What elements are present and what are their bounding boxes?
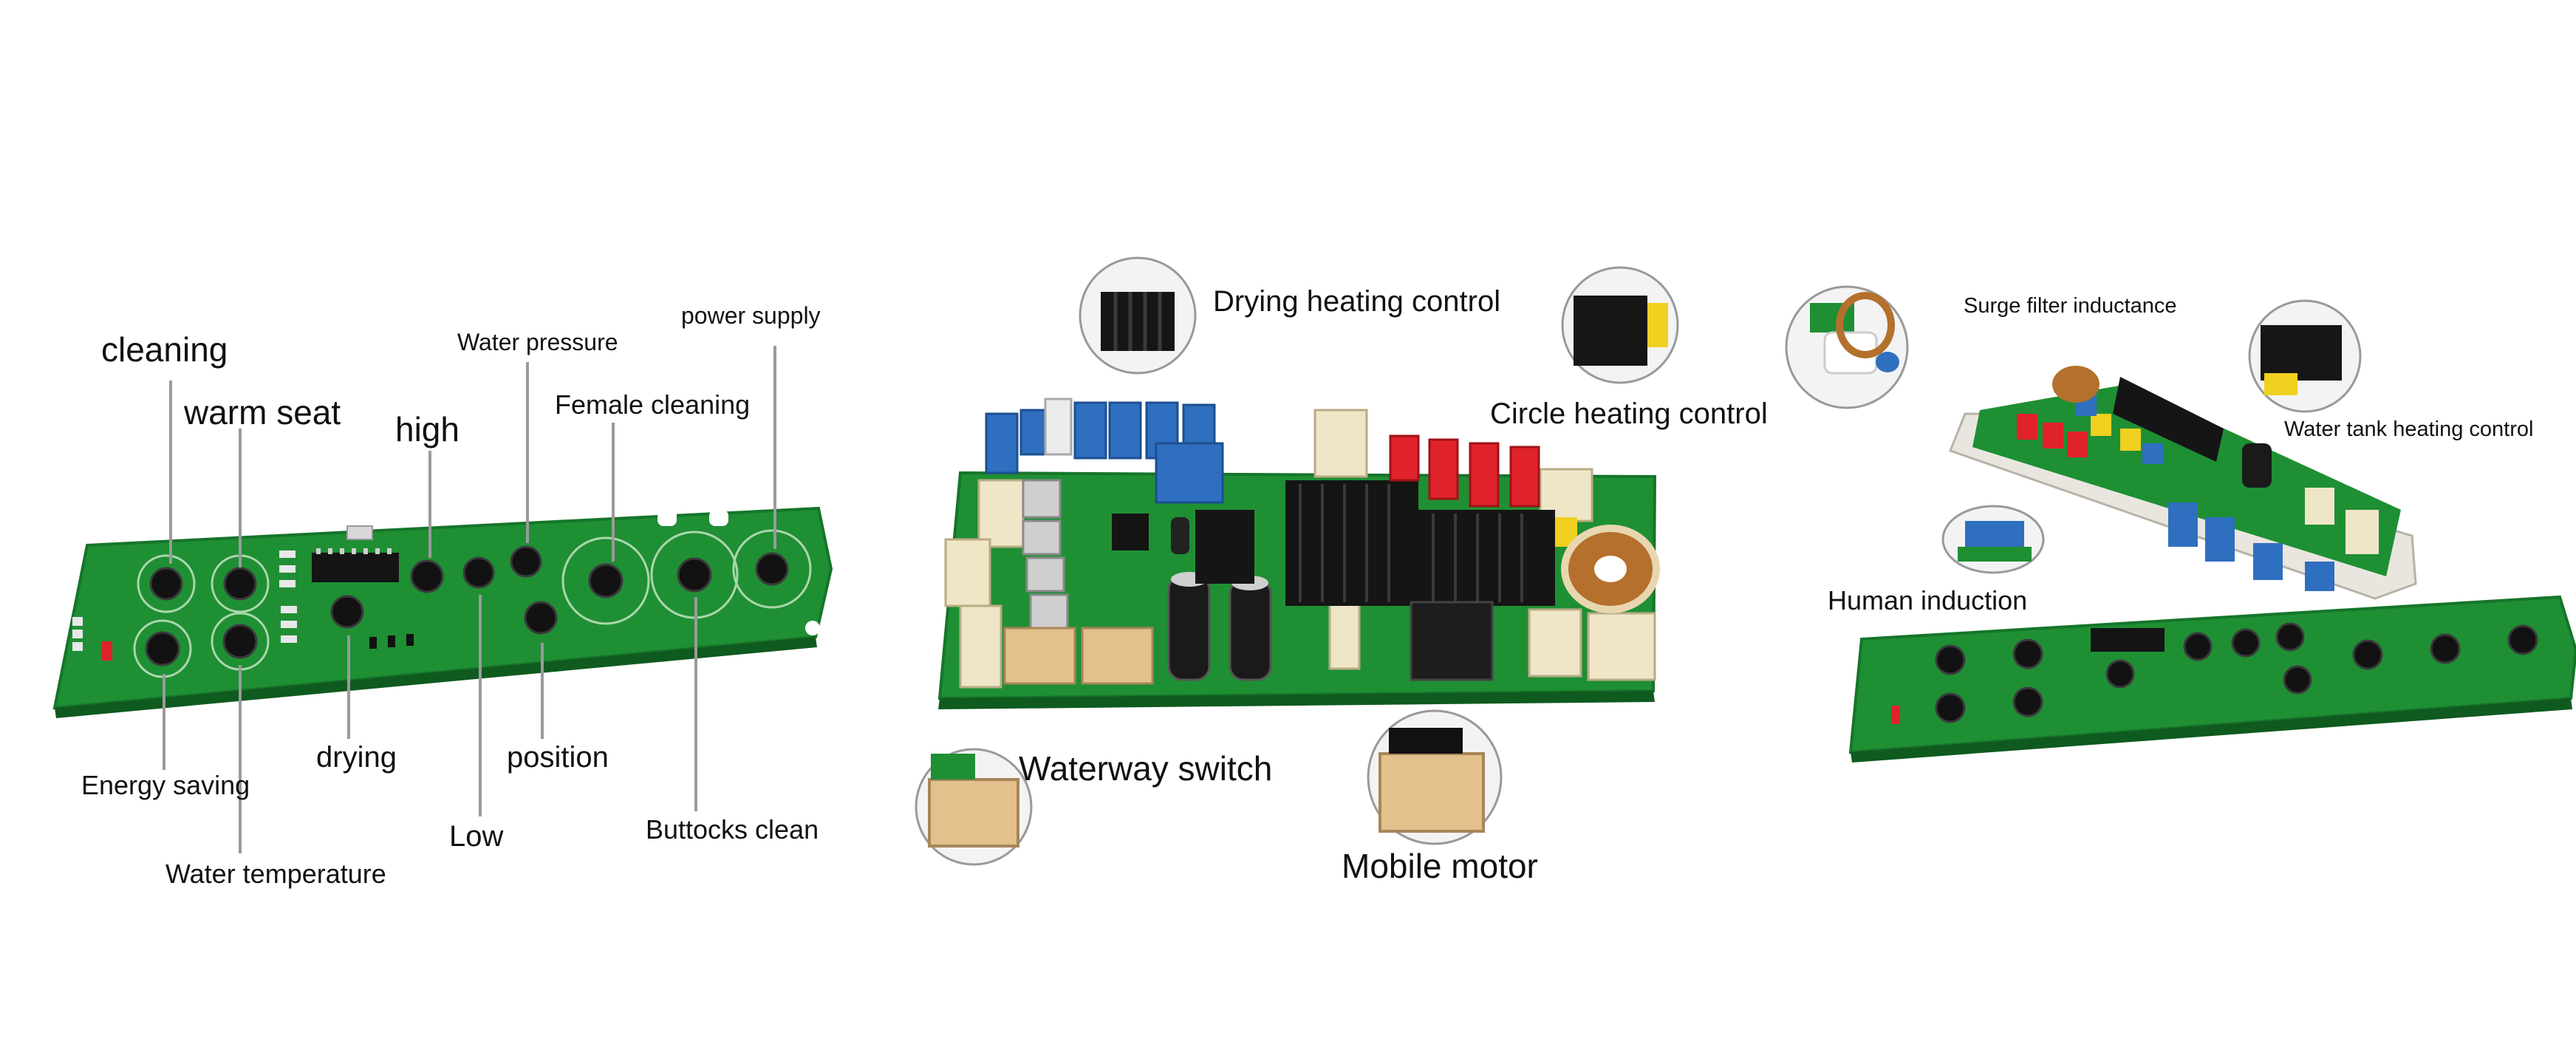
label-position: position [507,741,609,774]
tactile-buttons [145,545,789,666]
leader-power-supply [773,346,776,549]
callout-circle-heatsink [1561,266,1679,384]
callout-drying-heatsink [1079,256,1197,375]
leader-position [541,643,544,739]
callout-human-induction [1941,505,2045,574]
leader-energy-saving [163,674,165,770]
callout-waterway-connector [915,748,1033,866]
label-water-tank-heating-control: Water tank heating control [2284,417,2534,441]
leader-low [479,595,482,816]
label-buttocks-clean: Buttocks clean [646,814,819,845]
label-low: Low [449,820,504,853]
leader-warm-seat [239,429,242,567]
label-drying-heating-control: Drying heating control [1213,285,1501,318]
label-mobile-motor: Mobile motor [1342,847,1538,885]
callout-water-tank-heatsink [2248,299,2362,413]
leader-female-cleaning [612,423,615,562]
leader-cleaning [169,381,172,564]
assembly-button-board [1848,595,2576,763]
label-power-supply: power supply [681,302,821,329]
label-cleaning: cleaning [101,330,228,369]
label-warm-seat: warm seat [184,393,341,432]
leader-water-pressure [526,362,529,543]
label-water-temperature: Water temperature [165,859,386,889]
label-drying: drying [316,741,397,774]
main-board [937,398,1660,709]
callout-surge-inductor [1785,285,1909,409]
label-female-cleaning: Female cleaning [555,389,751,420]
label-human-induction: Human induction [1828,585,2028,615]
housed-board [1949,366,2417,600]
label-water-pressure: Water pressure [457,329,618,355]
leader-buttocks-clean [694,597,697,811]
label-energy-saving: Energy saving [81,770,250,800]
leader-drying [347,635,350,739]
label-surge-filter-inductance: Surge filter inductance [1964,294,2177,318]
label-high: high [395,410,459,449]
leader-high [428,451,431,558]
control-board [52,506,833,718]
label-waterway-switch: Waterway switch [1019,749,1273,788]
label-circle-heating-control: Circle heating control [1490,398,1768,430]
leader-water-temperature [239,665,242,853]
callout-motor-connector [1367,709,1503,845]
